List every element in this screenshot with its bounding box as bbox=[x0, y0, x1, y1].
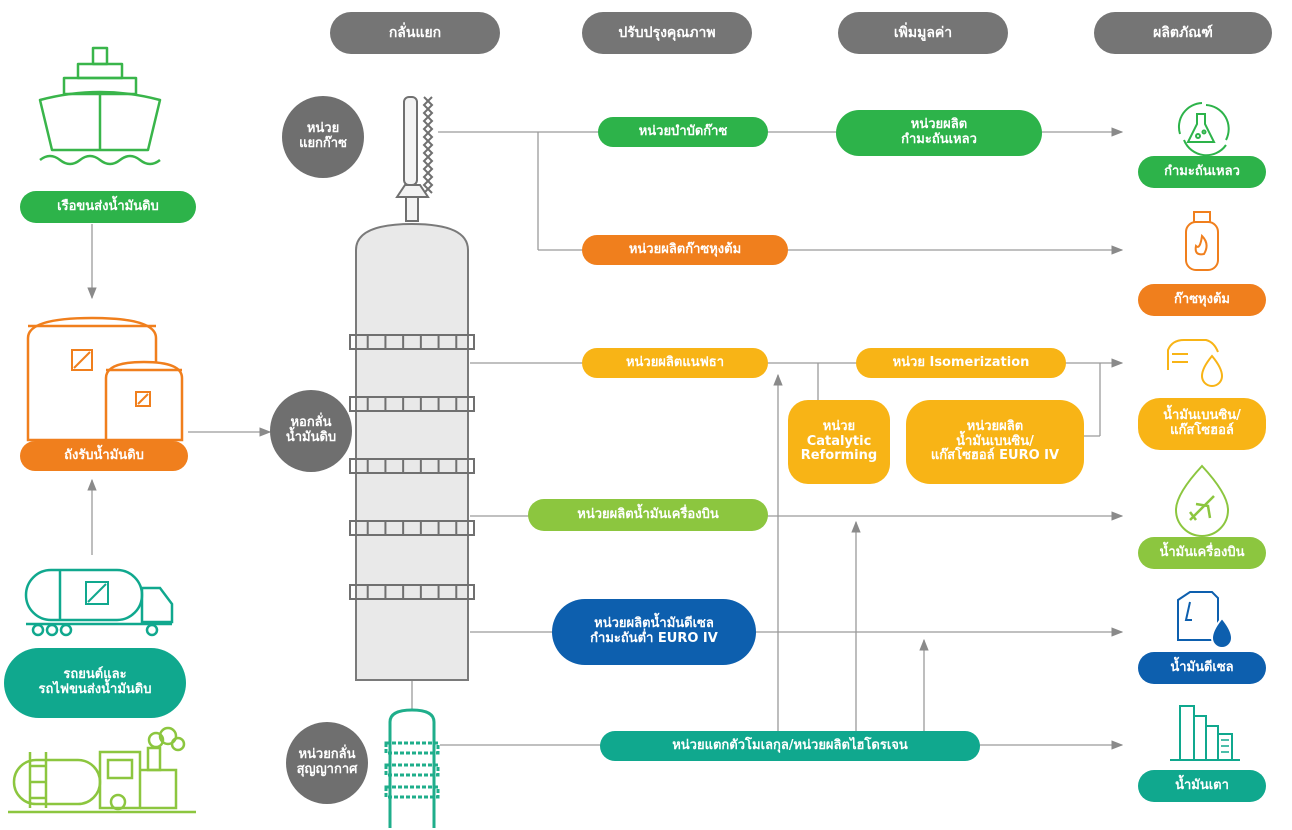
vacuum-tray bbox=[384, 785, 440, 799]
unit-gasoline-euro4: หน่วยผลิต น้ำมันเบนซิน/ แก๊สโซฮอล์ EURO … bbox=[906, 400, 1084, 484]
distillation-circle: หอกลั่น น้ำมันดิบ bbox=[270, 390, 352, 472]
unit-jet-fuel: หน่วยผลิตน้ำมันเครื่องบิน bbox=[528, 499, 768, 531]
stage-value-adding: เพิ่มมูลค่า bbox=[838, 12, 1008, 54]
unit-sulfur: หน่วยผลิต กำมะถันเหลว bbox=[836, 110, 1042, 156]
product-sulfur: กำมะถันเหลว bbox=[1138, 156, 1266, 188]
gas-cylinder-icon bbox=[1185, 211, 1219, 271]
ship-icon bbox=[38, 46, 162, 166]
unit-gas-treating: หน่วยบำบัดก๊าซ bbox=[598, 117, 768, 147]
vacuum-tray bbox=[384, 763, 440, 777]
column-tray bbox=[349, 396, 475, 412]
distillation-column bbox=[349, 222, 475, 681]
truck-rail-label: รถยนต์และ รถไฟขนส่งน้ำมันดิบ bbox=[4, 648, 186, 718]
gas-separation-tower bbox=[395, 96, 434, 222]
stage-distillation: กลั่นแยก bbox=[330, 12, 500, 54]
tanker-truck-icon bbox=[24, 568, 174, 637]
column-tray bbox=[349, 520, 475, 536]
airplane-drop-icon bbox=[1174, 464, 1230, 537]
unit-cracking-hydrogen: หน่วยแตกตัวโมเลกุล/หน่วยผลิตไฮโดรเจน bbox=[600, 731, 980, 761]
unit-isomerization: หน่วย Isomerization bbox=[856, 348, 1066, 378]
column-tray bbox=[349, 458, 475, 474]
tanker-train-icon bbox=[8, 726, 196, 814]
unit-lpg: หน่วยผลิตก๊าซหุงต้ม bbox=[582, 235, 788, 265]
product-fuel-oil: น้ำมันเตา bbox=[1138, 770, 1266, 802]
flask-recycle-icon bbox=[1177, 102, 1230, 157]
vacuum-tower bbox=[384, 708, 440, 828]
product-diesel: น้ำมันดีเซล bbox=[1138, 652, 1266, 684]
jerrycan-drop-icon bbox=[1177, 591, 1234, 649]
ship-label: เรือขนส่งน้ำมันดิบ bbox=[20, 191, 196, 223]
car-drop-icon bbox=[1167, 339, 1224, 387]
unit-diesel-euro4: หน่วยผลิตน้ำมันดีเซล กำมะถันต่ำ EURO IV bbox=[552, 599, 756, 665]
factory-icon bbox=[1170, 705, 1240, 761]
tank-label: ถังรับน้ำมันดิบ bbox=[20, 441, 188, 471]
gas-separation-circle: หน่วย แยกก๊าซ bbox=[282, 96, 364, 178]
stage-products: ผลิตภัณฑ์ bbox=[1094, 12, 1272, 54]
unit-naphtha: หน่วยผลิตแนฟธา bbox=[582, 348, 768, 378]
product-jet-fuel: น้ำมันเครื่องบิน bbox=[1138, 537, 1266, 569]
stage-quality-improvement: ปรับปรุงคุณภาพ bbox=[582, 12, 752, 54]
product-gasoline: น้ำมันเบนซิน/ แก๊สโซฮอล์ bbox=[1138, 398, 1266, 450]
storage-tank-icon bbox=[26, 316, 184, 442]
vacuum-circle: หน่วยกลั่น สุญญากาศ bbox=[286, 722, 368, 804]
product-lpg: ก๊าซหุงต้ม bbox=[1138, 284, 1266, 316]
column-tray bbox=[349, 584, 475, 600]
unit-catalytic-reforming: หน่วย Catalytic Reforming bbox=[788, 400, 890, 484]
vacuum-tray bbox=[384, 741, 440, 755]
column-tray bbox=[349, 334, 475, 350]
